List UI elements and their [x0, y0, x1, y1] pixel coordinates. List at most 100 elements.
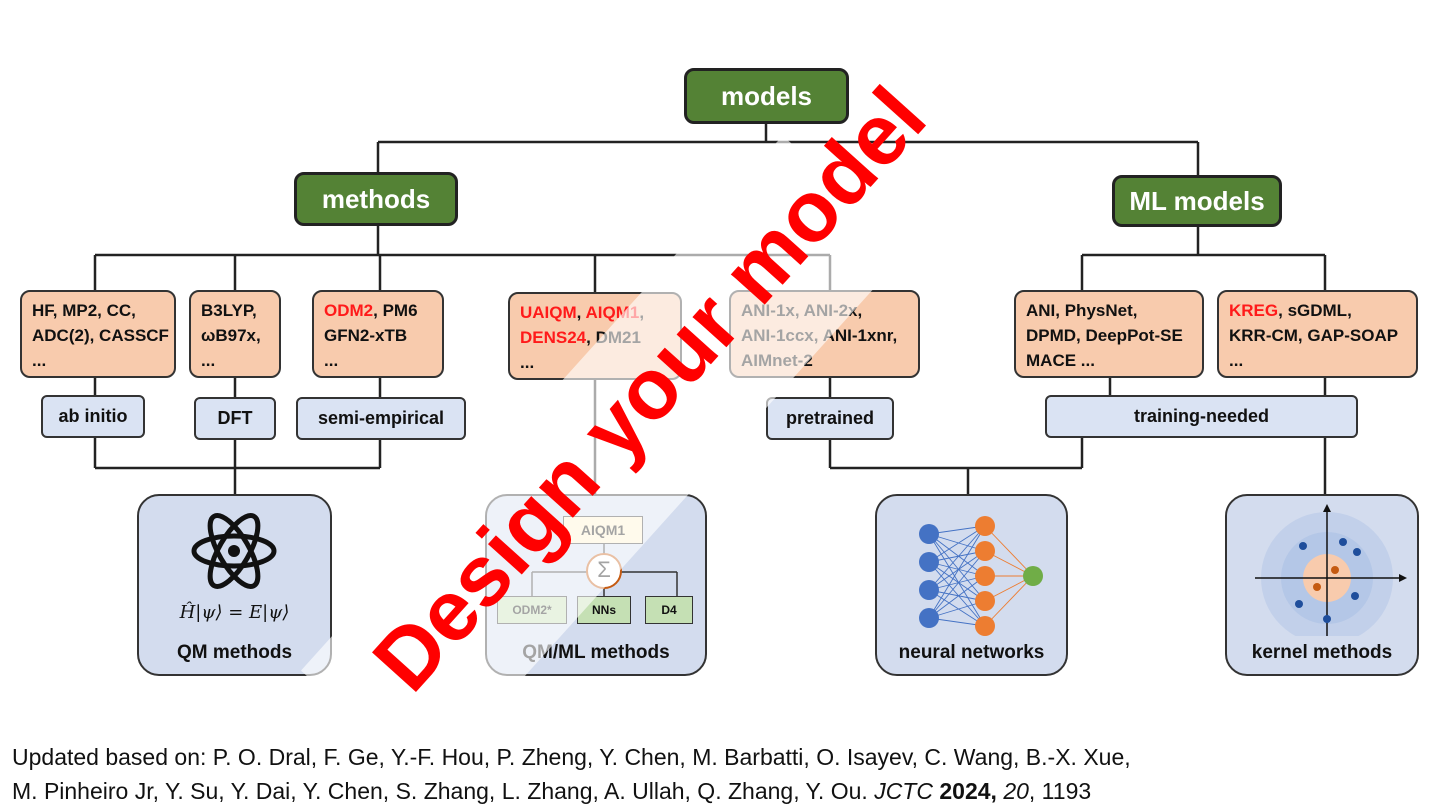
example-text: ...: [201, 351, 216, 370]
models-label: models: [720, 80, 813, 111]
nn-connection: [928, 525, 986, 563]
output-node: [1023, 566, 1043, 586]
example-text: ANI-1x, ANI-2x,: [741, 301, 863, 320]
example-text: ,: [639, 303, 645, 322]
nn-connection: [928, 561, 986, 627]
example-text: ωB97x,: [201, 326, 261, 345]
semi-empirical-tag-label: semi-empirical: [317, 408, 445, 428]
example-line: KRR-CM, GAP-SOAP: [1229, 323, 1406, 348]
qmml-methods-panel: AIQM1 Σ ODM2* NNs D4 QM/ML methods: [485, 494, 707, 676]
input-node: [919, 524, 939, 544]
example-line: ADC(2), CASSCF: [32, 323, 169, 348]
models-node: models: [684, 68, 849, 124]
odm2-node: ODM2*: [497, 596, 567, 624]
example-line: MACE ...: [1026, 348, 1192, 373]
kernel-methods-panel: kernel methods: [1225, 494, 1419, 676]
schrodinger-equation: Ĥ|ψ⟩ = E|ψ⟩: [179, 602, 290, 623]
citation-line-1: Updated based on: P. O. Dral, F. Ge, Y.-…: [12, 744, 1131, 770]
neural-networks-label: neural networks: [898, 642, 1045, 663]
neural-network-icon: [919, 516, 1043, 636]
example-text: ...: [1229, 351, 1244, 370]
nn-connection: [928, 550, 986, 619]
qmml-methods-label: QM/ML methods: [522, 642, 670, 663]
nn-connection: [928, 589, 986, 627]
citation-year: 2024,: [939, 778, 997, 804]
qmml-examples-box: UAIQM, AIQM1,DENS24, DM21...: [508, 292, 682, 380]
example-line: B3LYP,: [201, 298, 269, 323]
example-line: UAIQM, AIQM1,: [520, 300, 670, 325]
training-needed-tag-label: training-needed: [1133, 406, 1269, 426]
citation-pages: , 1193: [1028, 778, 1092, 804]
example-line: ...: [520, 350, 670, 375]
nn-connection: [928, 533, 986, 602]
hidden-node: [975, 541, 995, 561]
input-node: [919, 580, 939, 600]
input-node: [919, 552, 939, 572]
example-text: ,: [576, 303, 586, 322]
kernel-examples-box: KREG, sGDML, KRR-CM, GAP-SOAP...: [1217, 290, 1418, 378]
citation: Updated based on: P. O. Dral, F. Ge, Y.-…: [12, 740, 1131, 808]
example-text: B3LYP,: [201, 301, 257, 320]
example-text: ...: [520, 353, 535, 372]
example-text: ANI, PhysNet,: [1026, 301, 1138, 320]
example-text: GFN2-xTB: [324, 326, 408, 345]
input-node: [919, 608, 939, 628]
ab-initio-tag: ab initio: [41, 395, 145, 438]
example-line: ...: [201, 348, 269, 373]
nns-node: NNs: [577, 596, 631, 624]
hidden-node: [975, 516, 995, 536]
example-text: DPMD, DeepPot-SE: [1026, 326, 1183, 345]
example-line: DPMD, DeepPot-SE: [1026, 323, 1192, 348]
example-line: DENS24, DM21: [520, 325, 670, 350]
example-line: ...: [324, 348, 432, 373]
example-text: ...: [32, 351, 47, 370]
qm-methods-panel: Ĥ|ψ⟩ = E|ψ⟩ QM methods: [137, 494, 332, 676]
hidden-node: [975, 591, 995, 611]
dft-examples-box: B3LYP, ωB97x,...: [189, 290, 281, 378]
ml-models-node: ML models: [1112, 175, 1282, 227]
example-text: , DM21: [586, 328, 641, 347]
kernel-icon: [1255, 504, 1407, 636]
nn-connection: [984, 525, 1034, 577]
citation-volume: 20: [1003, 778, 1029, 804]
hidden-node: [975, 616, 995, 636]
highlighted-model-name: ODM2: [324, 301, 374, 320]
nn-connection: [928, 561, 986, 602]
sum-symbol: Σ: [597, 557, 611, 582]
example-line: AIMnet-2: [741, 348, 908, 373]
example-line: ODM2, PM6: [324, 298, 432, 323]
citation-authors: M. Pinheiro Jr, Y. Su, Y. Dai, Y. Chen, …: [12, 778, 875, 804]
ab-initio-tag-label: ab initio: [58, 406, 128, 426]
neural-network-examples-box: ANI, PhysNet, DPMD, DeepPot-SE MACE ...: [1014, 290, 1204, 378]
example-line: GFN2-xTB: [324, 323, 432, 348]
example-text: HF, MP2, CC,: [32, 301, 136, 320]
methods-node: methods: [294, 172, 458, 226]
example-line: ...: [32, 348, 164, 373]
nn-connection: [928, 533, 986, 577]
example-line: HF, MP2, CC,: [32, 298, 164, 323]
pretrained-tag: pretrained: [766, 397, 894, 440]
highlighted-model-name: AIQM1: [585, 303, 640, 322]
highlighted-model-name: KREG: [1229, 301, 1279, 320]
kernel-methods-label: kernel methods: [1251, 642, 1393, 663]
example-text: AIMnet-2: [741, 351, 813, 370]
neural-networks-panel: neural networks: [875, 494, 1068, 676]
example-line: ANI-1ccx, ANI-1xnr,: [741, 323, 908, 348]
dft-tag-label: DFT: [217, 408, 253, 428]
atom-icon: [191, 513, 277, 589]
training-needed-tag: training-needed: [1045, 395, 1358, 438]
example-line: ANI-1x, ANI-2x,: [741, 298, 908, 323]
example-text: KRR-CM, GAP-SOAP: [1229, 326, 1399, 345]
nn-connection: [928, 525, 986, 591]
ml-models-label: ML models: [1129, 185, 1265, 216]
pretrained-tag-label: pretrained: [785, 408, 875, 428]
qm-methods-label: QM methods: [176, 642, 293, 663]
citation-journal: JCTC: [874, 778, 933, 804]
dft-tag: DFT: [194, 397, 276, 440]
example-text: ...: [324, 351, 339, 370]
nn-connection: [928, 525, 986, 619]
example-text: , sGDML,: [1278, 301, 1352, 320]
example-text: , PM6: [373, 301, 418, 320]
example-line: ...: [1229, 348, 1406, 373]
